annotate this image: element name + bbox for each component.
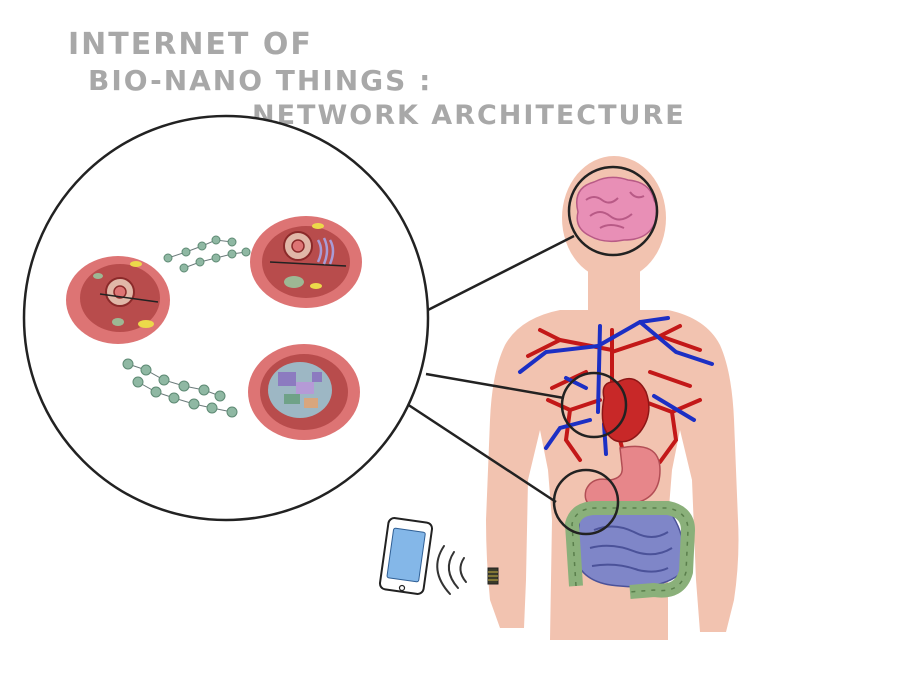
wireless-signal-icon [436, 545, 467, 595]
callout-lines [406, 234, 575, 504]
title-line-3: NETWORK ARCHITECTURE [252, 100, 686, 131]
smartphone-icon [378, 517, 434, 595]
heart-callout-circle [560, 371, 628, 439]
title-line-1: INTERNET OF [68, 27, 313, 62]
cell-bottom-right [248, 344, 360, 440]
magnified-view [22, 114, 430, 522]
intestines [552, 468, 695, 599]
circulatory-system [518, 316, 714, 472]
cell-left [66, 256, 170, 344]
nano-device-icon [487, 567, 499, 585]
nano-particle-chain-top [163, 235, 251, 273]
cell-top-right [250, 216, 362, 308]
brain-callout-circle [567, 165, 659, 257]
brain [567, 165, 659, 257]
title-line-2: BIO-NANO THINGS : [88, 64, 433, 97]
nano-particle-chain-bottom [122, 358, 238, 418]
